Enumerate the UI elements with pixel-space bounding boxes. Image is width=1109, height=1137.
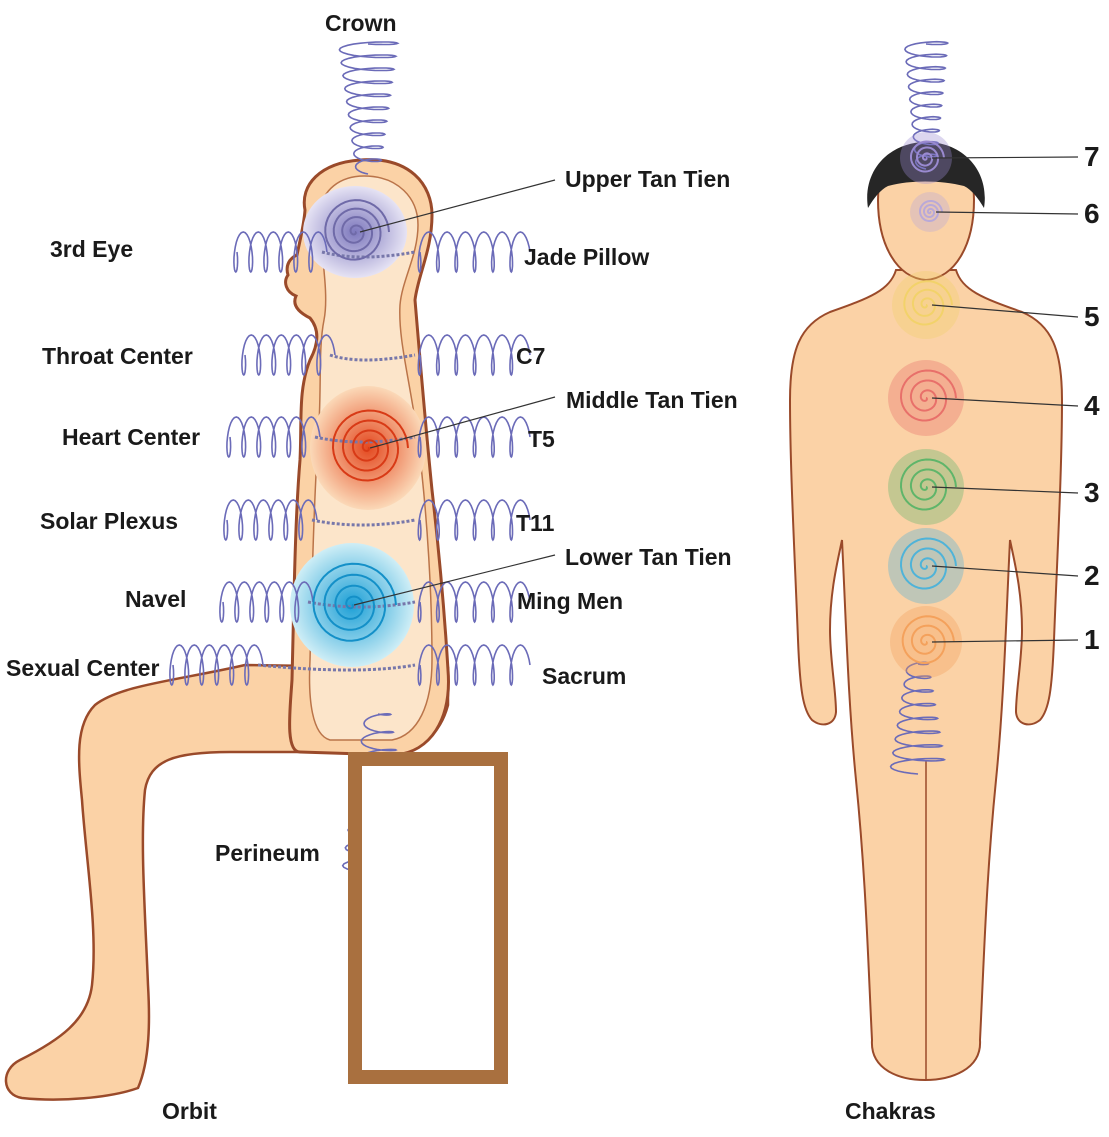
band-heart-right: [418, 417, 530, 457]
label-perineum: Perineum: [215, 842, 320, 865]
chakra-number-4: 4: [1084, 392, 1100, 420]
chakra-number-5: 5: [1084, 303, 1100, 331]
label-sexual-center: Sexual Center: [6, 657, 159, 680]
label-upper-tan-tien: Upper Tan Tien: [565, 168, 730, 191]
band-throat-right: [418, 335, 530, 375]
chakra-number-7: 7: [1084, 143, 1100, 171]
label-ming-men: Ming Men: [517, 590, 623, 613]
label-sacrum: Sacrum: [542, 665, 626, 688]
label-navel: Navel: [125, 588, 186, 611]
chakra-number-2: 2: [1084, 562, 1100, 590]
orbit-figure: [6, 42, 555, 1100]
label-jade-pillow: Jade Pillow: [524, 246, 649, 269]
stool: [348, 752, 508, 1084]
label-throat-center: Throat Center: [42, 345, 193, 368]
label-t11: T11: [516, 512, 554, 535]
chakra-number-6: 6: [1084, 200, 1100, 228]
label-lower-tan-tien: Lower Tan Tien: [565, 546, 732, 569]
chakras-title: Chakras: [845, 1100, 936, 1123]
label-crown: Crown: [325, 12, 397, 35]
band-third-eye-right: [418, 232, 530, 272]
chakra-number-1: 1: [1084, 626, 1100, 654]
label-middle-tan-tien: Middle Tan Tien: [566, 389, 738, 412]
crown-coil: [339, 42, 397, 174]
chakra-number-3: 3: [1084, 479, 1100, 507]
orbit-title: Orbit: [162, 1100, 217, 1123]
label-c7: C7: [516, 345, 545, 368]
chakra-figure: [790, 42, 1078, 1080]
label-solar-plexus: Solar Plexus: [40, 510, 178, 533]
label-heart-center: Heart Center: [62, 426, 200, 449]
label-third-eye: 3rd Eye: [50, 238, 133, 261]
label-t5: T5: [528, 428, 555, 451]
